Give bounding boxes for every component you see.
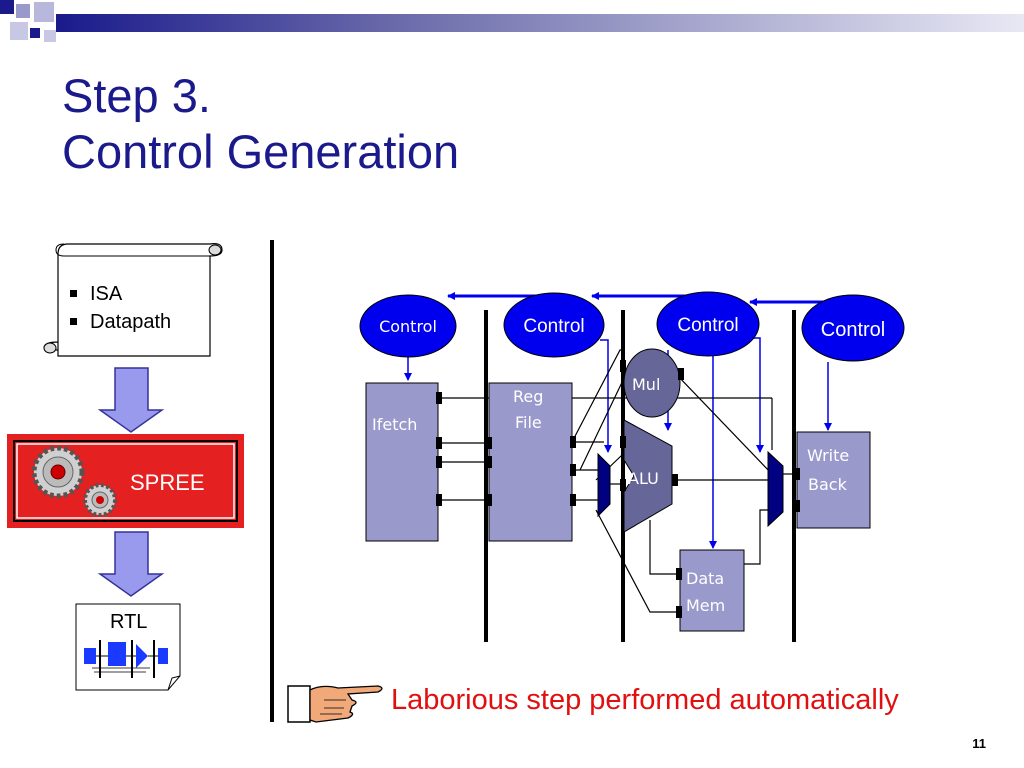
regfile-label-2: File <box>515 413 542 432</box>
control-unit-4: Control <box>801 294 905 362</box>
writeback-block: Write Back <box>794 431 871 529</box>
scroll-item-isa: ISA <box>90 283 123 305</box>
ifetch-block: Ifetch <box>365 382 442 542</box>
writeback-label-2: Back <box>808 475 848 494</box>
mul-unit: Mul <box>620 348 684 418</box>
control-label-3: Control <box>677 315 738 336</box>
datamem-block: Data Mem <box>676 549 745 632</box>
gear-icon <box>31 445 117 517</box>
datamem-label-1: Data <box>686 569 724 588</box>
regfile-block: Reg File <box>486 382 576 542</box>
control-interconnect <box>447 292 855 306</box>
ifetch-label: Ifetch <box>372 415 417 434</box>
control-unit-1: Control <box>359 294 457 358</box>
spree-label: SPREE <box>130 470 205 495</box>
title-line-1: Step 3. <box>62 69 211 122</box>
flow-arrow-down-2 <box>97 531 165 597</box>
control-unit-3: Control <box>656 291 760 357</box>
mux-2 <box>767 450 784 528</box>
control-unit-2: Control <box>503 292 605 358</box>
rtl-document: RTL <box>75 603 181 691</box>
slide-title: Step 3. Control Generation <box>62 68 459 180</box>
rtl-circuit-icon <box>84 640 168 678</box>
control-label-4: Control <box>821 319 885 341</box>
writeback-label-1: Write <box>807 446 849 465</box>
caption-text: Laborious step performed automatically <box>391 684 899 716</box>
scroll-item-datapath: Datapath <box>90 311 171 333</box>
header-gradient-bar <box>56 14 1024 32</box>
control-label-2: Control <box>523 316 584 337</box>
control-label-1: Control <box>379 317 437 336</box>
page-number: 11 <box>972 736 986 751</box>
regfile-label-1: Reg <box>513 387 543 406</box>
mux-1 <box>597 452 611 518</box>
rtl-label: RTL <box>110 611 147 633</box>
title-line-2: Control Generation <box>62 125 460 178</box>
alu-unit: ALU <box>620 419 678 533</box>
corner-decoration <box>0 0 150 50</box>
datamem-label-2: Mem <box>686 596 725 615</box>
alu-label: ALU <box>628 469 659 488</box>
flow-arrow-down-1 <box>97 367 165 433</box>
isa-scroll: ISA Datapath <box>43 243 223 357</box>
pointing-hand-icon <box>287 685 383 723</box>
mul-label: Mul <box>632 375 660 394</box>
spree-box: SPREE <box>7 434 244 528</box>
